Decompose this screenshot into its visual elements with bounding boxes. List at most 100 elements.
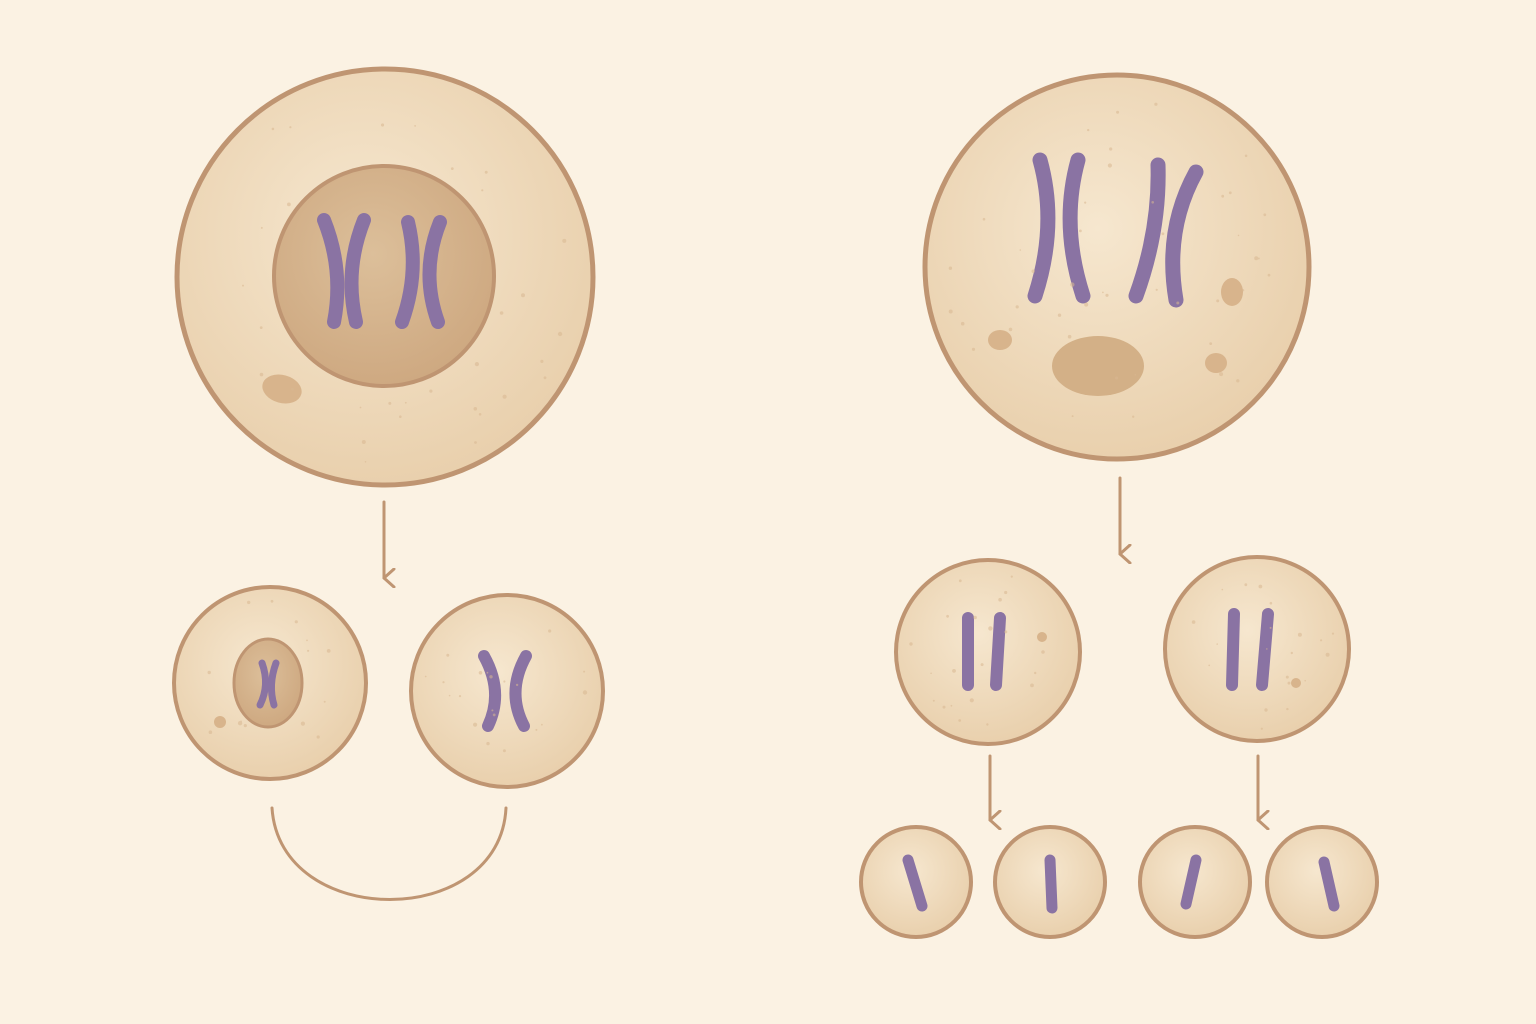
cell-icon <box>922 72 1312 462</box>
speckle <box>208 730 213 734</box>
speckle <box>414 125 416 127</box>
speckle <box>1216 643 1218 645</box>
speckle <box>1084 201 1087 204</box>
speckle <box>473 722 478 727</box>
chromatid-pair-icon <box>1226 608 1274 691</box>
speckle <box>1286 707 1289 711</box>
speckle <box>474 362 479 367</box>
meiosis-stage-two-cell-4 <box>1265 825 1379 939</box>
speckle <box>1084 302 1089 307</box>
speckle <box>1297 632 1302 637</box>
speckle <box>932 699 935 702</box>
speckle <box>1236 379 1240 383</box>
speckle <box>582 690 588 695</box>
speckle <box>380 123 385 127</box>
speckle <box>326 649 331 653</box>
speckle <box>1079 229 1082 233</box>
speckle <box>486 671 489 674</box>
speckle <box>1260 727 1263 730</box>
speckle <box>583 670 586 673</box>
speckle <box>998 597 1002 602</box>
speckle <box>442 681 445 684</box>
speckle <box>982 217 986 221</box>
speckle <box>1034 671 1037 675</box>
speckle <box>988 626 993 631</box>
x-chromosome-icon <box>317 213 371 329</box>
speckle <box>294 620 298 624</box>
cell-icon <box>1163 555 1351 743</box>
speckle <box>287 202 291 207</box>
meiosis-stage-one-cell-1 <box>894 558 1082 746</box>
speckle <box>502 394 507 399</box>
speckle <box>388 401 392 405</box>
meiosis-stage-two-cell-1 <box>859 825 973 939</box>
meiosis-stage-one-cell-2 <box>1163 555 1351 743</box>
speckle <box>359 406 362 409</box>
speckle <box>484 170 488 174</box>
speckle <box>1269 601 1273 605</box>
speckle <box>259 372 264 377</box>
organelle-icon <box>1205 353 1227 373</box>
single-chromatid-icon <box>1180 854 1202 910</box>
speckle <box>948 309 953 314</box>
speckle <box>971 347 976 351</box>
speckle <box>1254 256 1259 261</box>
speckle <box>473 407 478 411</box>
speckle <box>1216 299 1220 303</box>
speckle <box>960 321 965 326</box>
speckle <box>306 639 308 642</box>
speckle <box>1041 650 1045 654</box>
speckle <box>291 387 294 391</box>
organelle-icon <box>1037 632 1047 642</box>
speckle <box>1244 583 1248 587</box>
speckle <box>909 642 913 646</box>
speckle <box>474 441 477 444</box>
meiosis-parent-cell <box>922 72 1312 462</box>
speckle <box>541 723 543 726</box>
x-chromosome-icon <box>1027 152 1091 304</box>
connector-arc <box>270 806 508 901</box>
speckle <box>1109 147 1113 151</box>
nucleus-icon <box>272 164 496 388</box>
speckle <box>1015 305 1019 309</box>
speckle <box>486 741 490 746</box>
speckle <box>1191 620 1196 624</box>
speckle <box>481 189 484 192</box>
speckle <box>1287 681 1291 685</box>
mitosis-parent-cell <box>174 66 596 488</box>
speckle <box>1290 651 1294 655</box>
speckle <box>243 724 247 728</box>
speckle <box>1132 415 1135 418</box>
speckle <box>540 359 544 363</box>
speckle <box>207 670 211 675</box>
speckle <box>1320 639 1323 642</box>
speckle <box>237 721 243 726</box>
speckle <box>1070 282 1075 287</box>
speckle <box>1304 679 1306 682</box>
speckle <box>1258 584 1263 589</box>
speckle <box>247 600 251 605</box>
single-chromatid-icon <box>1318 856 1340 912</box>
speckle <box>448 694 451 697</box>
mitosis-panel <box>172 66 605 901</box>
speckle <box>1071 415 1074 418</box>
speckle <box>361 440 366 444</box>
speckle <box>499 311 504 315</box>
speckle <box>270 599 274 603</box>
speckle <box>1008 327 1013 332</box>
organelle-icon <box>214 716 226 728</box>
speckle <box>307 649 310 652</box>
speckle <box>930 672 932 675</box>
speckle <box>1208 664 1211 667</box>
speckle <box>946 614 949 618</box>
speckle <box>489 675 493 679</box>
speckle <box>364 461 367 463</box>
speckle <box>242 284 244 287</box>
speckle <box>948 266 953 270</box>
speckle <box>1087 128 1090 132</box>
chromatid-pair-icon <box>962 612 1006 691</box>
speckle <box>1241 289 1245 292</box>
speckle <box>980 663 984 667</box>
speckle <box>958 579 962 583</box>
speckle <box>478 413 482 416</box>
